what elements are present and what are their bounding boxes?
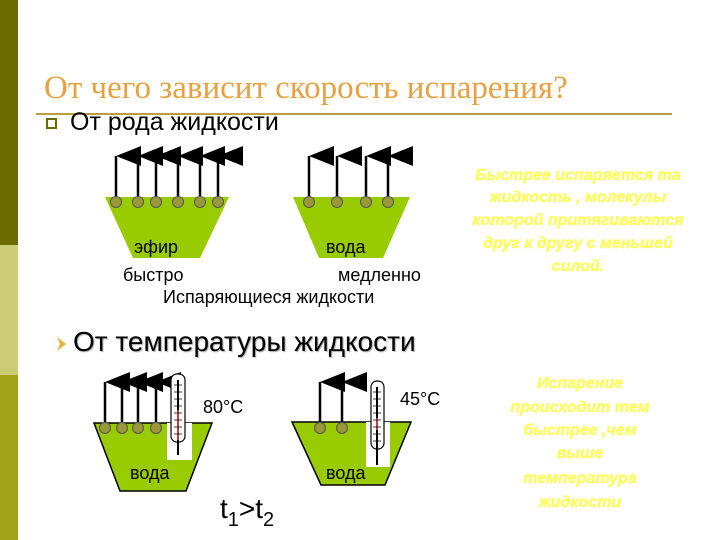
label-ether: эфир (134, 237, 178, 257)
beaker-warm-water (290, 372, 413, 486)
beaker-hot-water (92, 372, 214, 492)
svg-text:быстрее ,чем: быстрее ,чем (523, 422, 636, 439)
evaporation-arrows (114, 146, 243, 200)
molecules (314, 422, 348, 434)
beaker-water (293, 146, 413, 258)
label-slow: медленно (338, 265, 421, 285)
svg-text:происходит тем: происходит тем (510, 399, 649, 416)
svg-text:выше: выше (557, 445, 604, 462)
temperature-comparison: t1>t2 (220, 493, 274, 531)
label-water-hot: вода (130, 463, 170, 483)
thermometer-icon (370, 380, 385, 465)
evaporation-arrows (103, 372, 181, 425)
section2-heading: От температуры жидкости (73, 326, 416, 357)
arrow-bullet-icon (57, 337, 66, 351)
title-underline (36, 113, 672, 115)
molecules (99, 422, 162, 434)
side-bar-bottom (0, 375, 18, 540)
temperature-80: 80°C (203, 397, 243, 417)
molecules (110, 196, 224, 208)
svg-text:температура: температура (523, 470, 637, 487)
svg-text:жидкость , молекулы: жидкость , молекулы (489, 189, 667, 206)
side-bar-top (0, 0, 18, 245)
side-bar-middle (0, 245, 18, 375)
svg-text:Испарение: Испарение (537, 375, 623, 392)
caption-evaporating-liquids: Испаряющиеся жидкости (163, 287, 374, 307)
temperature-45: 45°C (400, 389, 440, 409)
svg-text:которой притягиваются: которой притягиваются (472, 212, 684, 229)
section1-heading: От рода жидкости (70, 108, 279, 136)
svg-text:силой.: силой. (552, 258, 604, 275)
svg-text:жидкости: жидкости (538, 494, 621, 511)
label-fast: быстро (123, 265, 184, 285)
svg-text:друг к другу с меньшей: друг к другу с меньшей (483, 235, 673, 252)
svg-text:Быстрее испаряется та: Быстрее испаряется та (475, 167, 681, 184)
slide-title: От чего зависит скорость испарения? (44, 70, 568, 106)
beaker-ether (105, 146, 243, 258)
label-water: вода (326, 237, 366, 257)
molecules (303, 196, 394, 208)
evaporation-arrows (307, 146, 413, 200)
square-bullet-icon (46, 118, 57, 129)
thermometer-icon (170, 373, 186, 455)
note-temperature: Испарение происходит тем быстрее ,чем вы… (510, 375, 650, 512)
label-water-warm: вода (326, 463, 366, 483)
evaporation-arrows (318, 372, 367, 425)
note-molecular-attraction: Быстрее испаряется та жидкость , молекул… (472, 167, 684, 276)
